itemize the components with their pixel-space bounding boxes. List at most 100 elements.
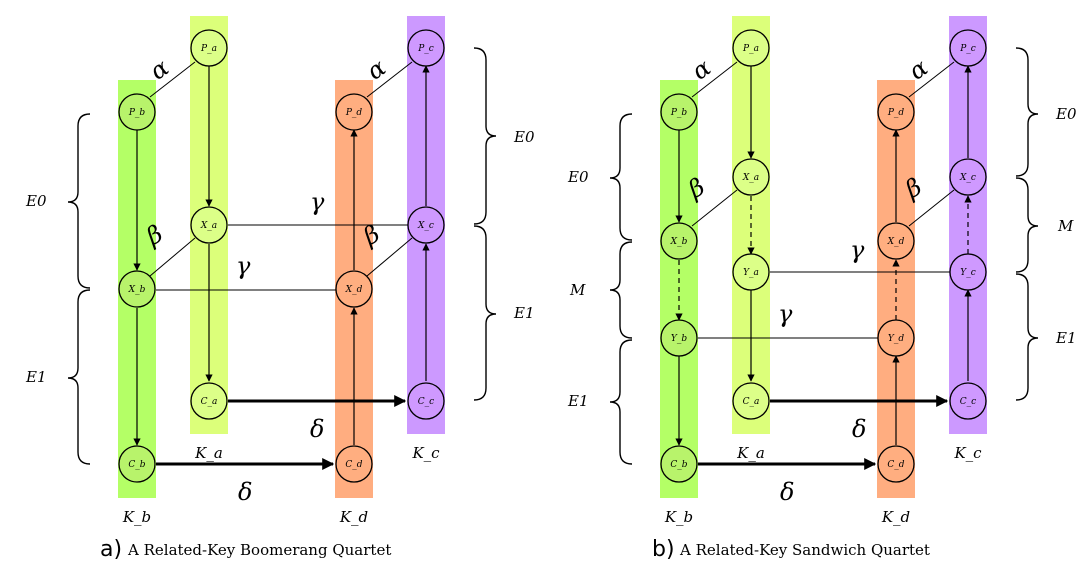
edge-xd-xc-b bbox=[908, 189, 955, 227]
node-pd-b: P_d bbox=[877, 93, 915, 131]
svg-text:X_d: X_d bbox=[345, 285, 363, 295]
node-cc-b: C_c bbox=[949, 382, 987, 420]
label-ka-b: K_a bbox=[736, 444, 765, 462]
node-pb: P_b bbox=[118, 93, 156, 131]
edge-xb-xa bbox=[149, 237, 196, 277]
label-e1-right: E1 bbox=[513, 304, 535, 322]
node-pb-b: P_b bbox=[660, 93, 698, 131]
label-delta-top-b: δ bbox=[852, 415, 866, 443]
panel-b: P_a P_b P_d P_c X_a X_b X_d X_c Y_a Y_b … bbox=[567, 16, 1077, 562]
label-m-right-b: M bbox=[1057, 217, 1074, 235]
label-e1-left-b: E1 bbox=[567, 392, 589, 410]
node-yc-b: Y_c bbox=[949, 253, 987, 291]
node-ca-b: C_a bbox=[732, 382, 770, 420]
node-xd: X_d bbox=[335, 270, 373, 308]
svg-text:X_a: X_a bbox=[200, 221, 217, 231]
svg-text:X_a: X_a bbox=[742, 173, 759, 183]
node-pa-b: P_a bbox=[732, 29, 770, 67]
node-cb-b: C_b bbox=[660, 445, 698, 483]
label-delta-bottom: δ bbox=[238, 478, 252, 506]
svg-text:Y_d: Y_d bbox=[888, 334, 904, 344]
svg-text:Y_a: Y_a bbox=[743, 268, 759, 278]
svg-text:Y_b: Y_b bbox=[671, 334, 687, 344]
node-xd-b: X_d bbox=[877, 222, 915, 260]
node-ca: C_a bbox=[190, 382, 228, 420]
brace-e0-right bbox=[473, 47, 497, 225]
brace-e0-left-b bbox=[609, 113, 633, 241]
svg-text:P_a: P_a bbox=[742, 44, 759, 54]
svg-text:P_b: P_b bbox=[670, 108, 688, 118]
label-gamma-top-b: γ bbox=[850, 236, 865, 264]
brace-e0-right-b bbox=[1015, 47, 1039, 177]
node-pc-b: P_c bbox=[949, 29, 987, 67]
node-pa: P_a bbox=[190, 29, 228, 67]
label-m-left-b: M bbox=[569, 281, 586, 299]
node-pc: P_c bbox=[407, 29, 445, 67]
node-xb: X_b bbox=[118, 270, 156, 308]
label-kc-b: K_c bbox=[953, 444, 982, 462]
node-ya-b: Y_a bbox=[732, 253, 770, 291]
svg-text:C_c: C_c bbox=[418, 397, 434, 407]
label-kd-a: K_d bbox=[339, 508, 368, 526]
edge-xb-xa-b bbox=[691, 189, 738, 227]
edge-pd-pc-b bbox=[908, 61, 955, 98]
svg-text:C_a: C_a bbox=[743, 397, 760, 407]
caption-text-b: A Related-Key Sandwich Quartet bbox=[679, 541, 930, 559]
brace-e1-right bbox=[473, 225, 497, 401]
svg-text:X_c: X_c bbox=[417, 221, 434, 231]
label-gamma-top: γ bbox=[310, 188, 325, 216]
brace-e0-left bbox=[67, 113, 91, 289]
label-delta-top: δ bbox=[310, 415, 324, 443]
brace-m-left-b bbox=[609, 241, 633, 339]
node-cb: C_b bbox=[118, 445, 156, 483]
label-kd-b: K_d bbox=[881, 508, 910, 526]
node-xa-b: X_a bbox=[732, 158, 770, 196]
svg-text:X_b: X_b bbox=[128, 285, 146, 295]
svg-text:Y_c: Y_c bbox=[960, 268, 975, 278]
label-gamma-mid-b: γ bbox=[778, 300, 793, 328]
edge-pb-pa bbox=[149, 61, 196, 98]
node-yb-b: Y_b bbox=[660, 319, 698, 357]
label-kb-a: K_b bbox=[122, 508, 151, 526]
svg-text:P_b: P_b bbox=[128, 108, 146, 118]
brace-e1-left bbox=[67, 289, 91, 465]
edge-xd-xc bbox=[366, 237, 413, 277]
svg-text:C_d: C_d bbox=[887, 460, 904, 470]
label-kb-b: K_b bbox=[664, 508, 693, 526]
label-e1-right-b: E1 bbox=[1055, 329, 1077, 347]
edge-pd-pc bbox=[366, 61, 413, 98]
node-xb-b: X_b bbox=[660, 222, 698, 260]
label-e0-left: E0 bbox=[25, 192, 47, 210]
svg-text:C_b: C_b bbox=[670, 460, 687, 470]
node-xa: X_a bbox=[190, 206, 228, 244]
node-cd-b: C_d bbox=[877, 445, 915, 483]
label-kc-a: K_c bbox=[411, 444, 440, 462]
caption-letter-a: a) bbox=[100, 537, 122, 562]
node-cc: C_c bbox=[407, 382, 445, 420]
svg-text:C_c: C_c bbox=[960, 397, 976, 407]
node-yd-b: Y_d bbox=[877, 319, 915, 357]
label-e0-left-b: E0 bbox=[567, 168, 589, 186]
svg-text:X_c: X_c bbox=[959, 173, 976, 183]
node-xc-b: X_c bbox=[949, 158, 987, 196]
svg-text:P_d: P_d bbox=[887, 108, 905, 118]
brace-e1-right-b bbox=[1015, 273, 1039, 401]
edge-pb-pa-b bbox=[691, 61, 738, 98]
label-gamma-mid: γ bbox=[236, 252, 251, 280]
label-e0-right-b: E0 bbox=[1055, 105, 1077, 123]
brace-e1-left-b bbox=[609, 339, 633, 465]
svg-text:P_c: P_c bbox=[959, 44, 976, 54]
svg-text:P_d: P_d bbox=[345, 108, 363, 118]
caption-text-a: A Related-Key Boomerang Quartet bbox=[127, 541, 391, 559]
svg-text:C_b: C_b bbox=[128, 460, 145, 470]
svg-text:P_a: P_a bbox=[200, 44, 217, 54]
svg-text:P_c: P_c bbox=[417, 44, 434, 54]
svg-text:X_d: X_d bbox=[887, 237, 905, 247]
node-xc: X_c bbox=[407, 206, 445, 244]
svg-text:X_b: X_b bbox=[670, 237, 688, 247]
label-ka-a: K_a bbox=[194, 444, 223, 462]
node-cd: C_d bbox=[335, 445, 373, 483]
brace-m-right-b bbox=[1015, 177, 1039, 273]
svg-text:C_d: C_d bbox=[345, 460, 362, 470]
